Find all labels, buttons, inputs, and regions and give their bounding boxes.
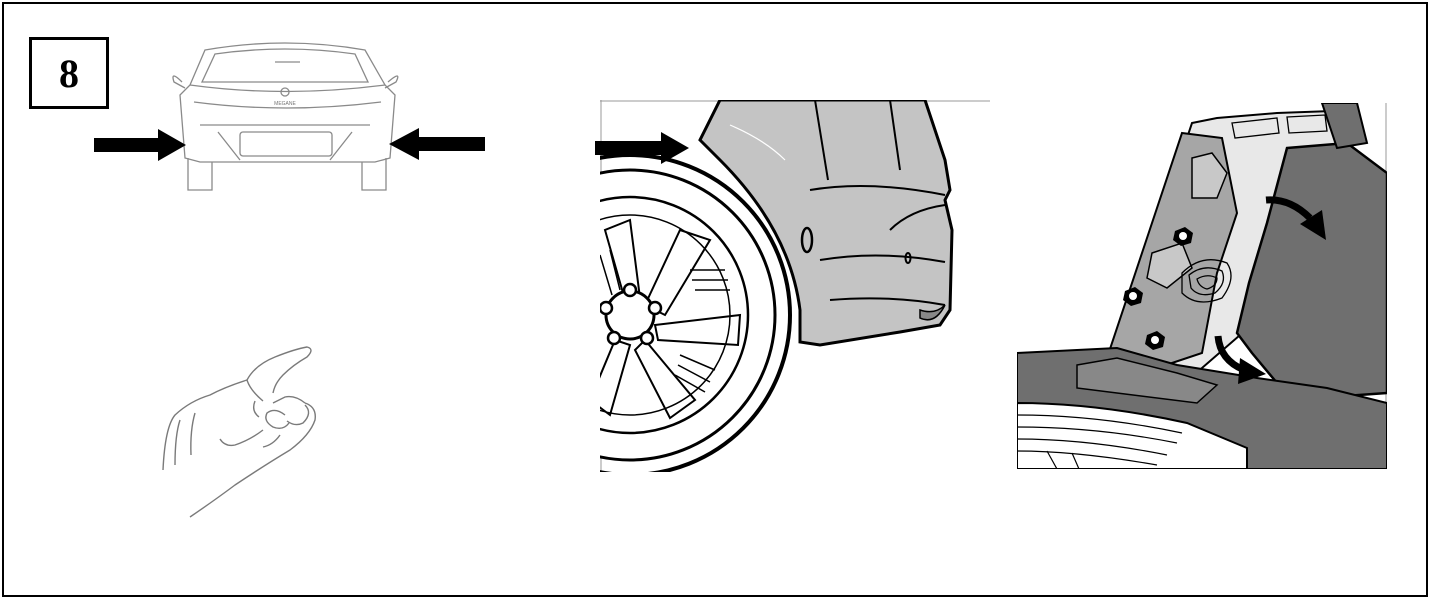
car-badge: MEGANE	[274, 101, 296, 107]
curved-arrow-icon	[1210, 330, 1290, 390]
curved-arrow-icon	[1260, 190, 1340, 250]
right-arrow-icon	[94, 129, 190, 161]
car-rear-view: MEGANE	[90, 40, 490, 195]
wheel-arch-detail	[600, 100, 990, 472]
right-arrow-icon	[595, 132, 691, 164]
hand-pinch-icon	[155, 335, 335, 525]
step-number: 8	[29, 37, 109, 109]
left-arrow-icon	[387, 128, 487, 160]
trim-panel-detail	[1017, 103, 1387, 469]
